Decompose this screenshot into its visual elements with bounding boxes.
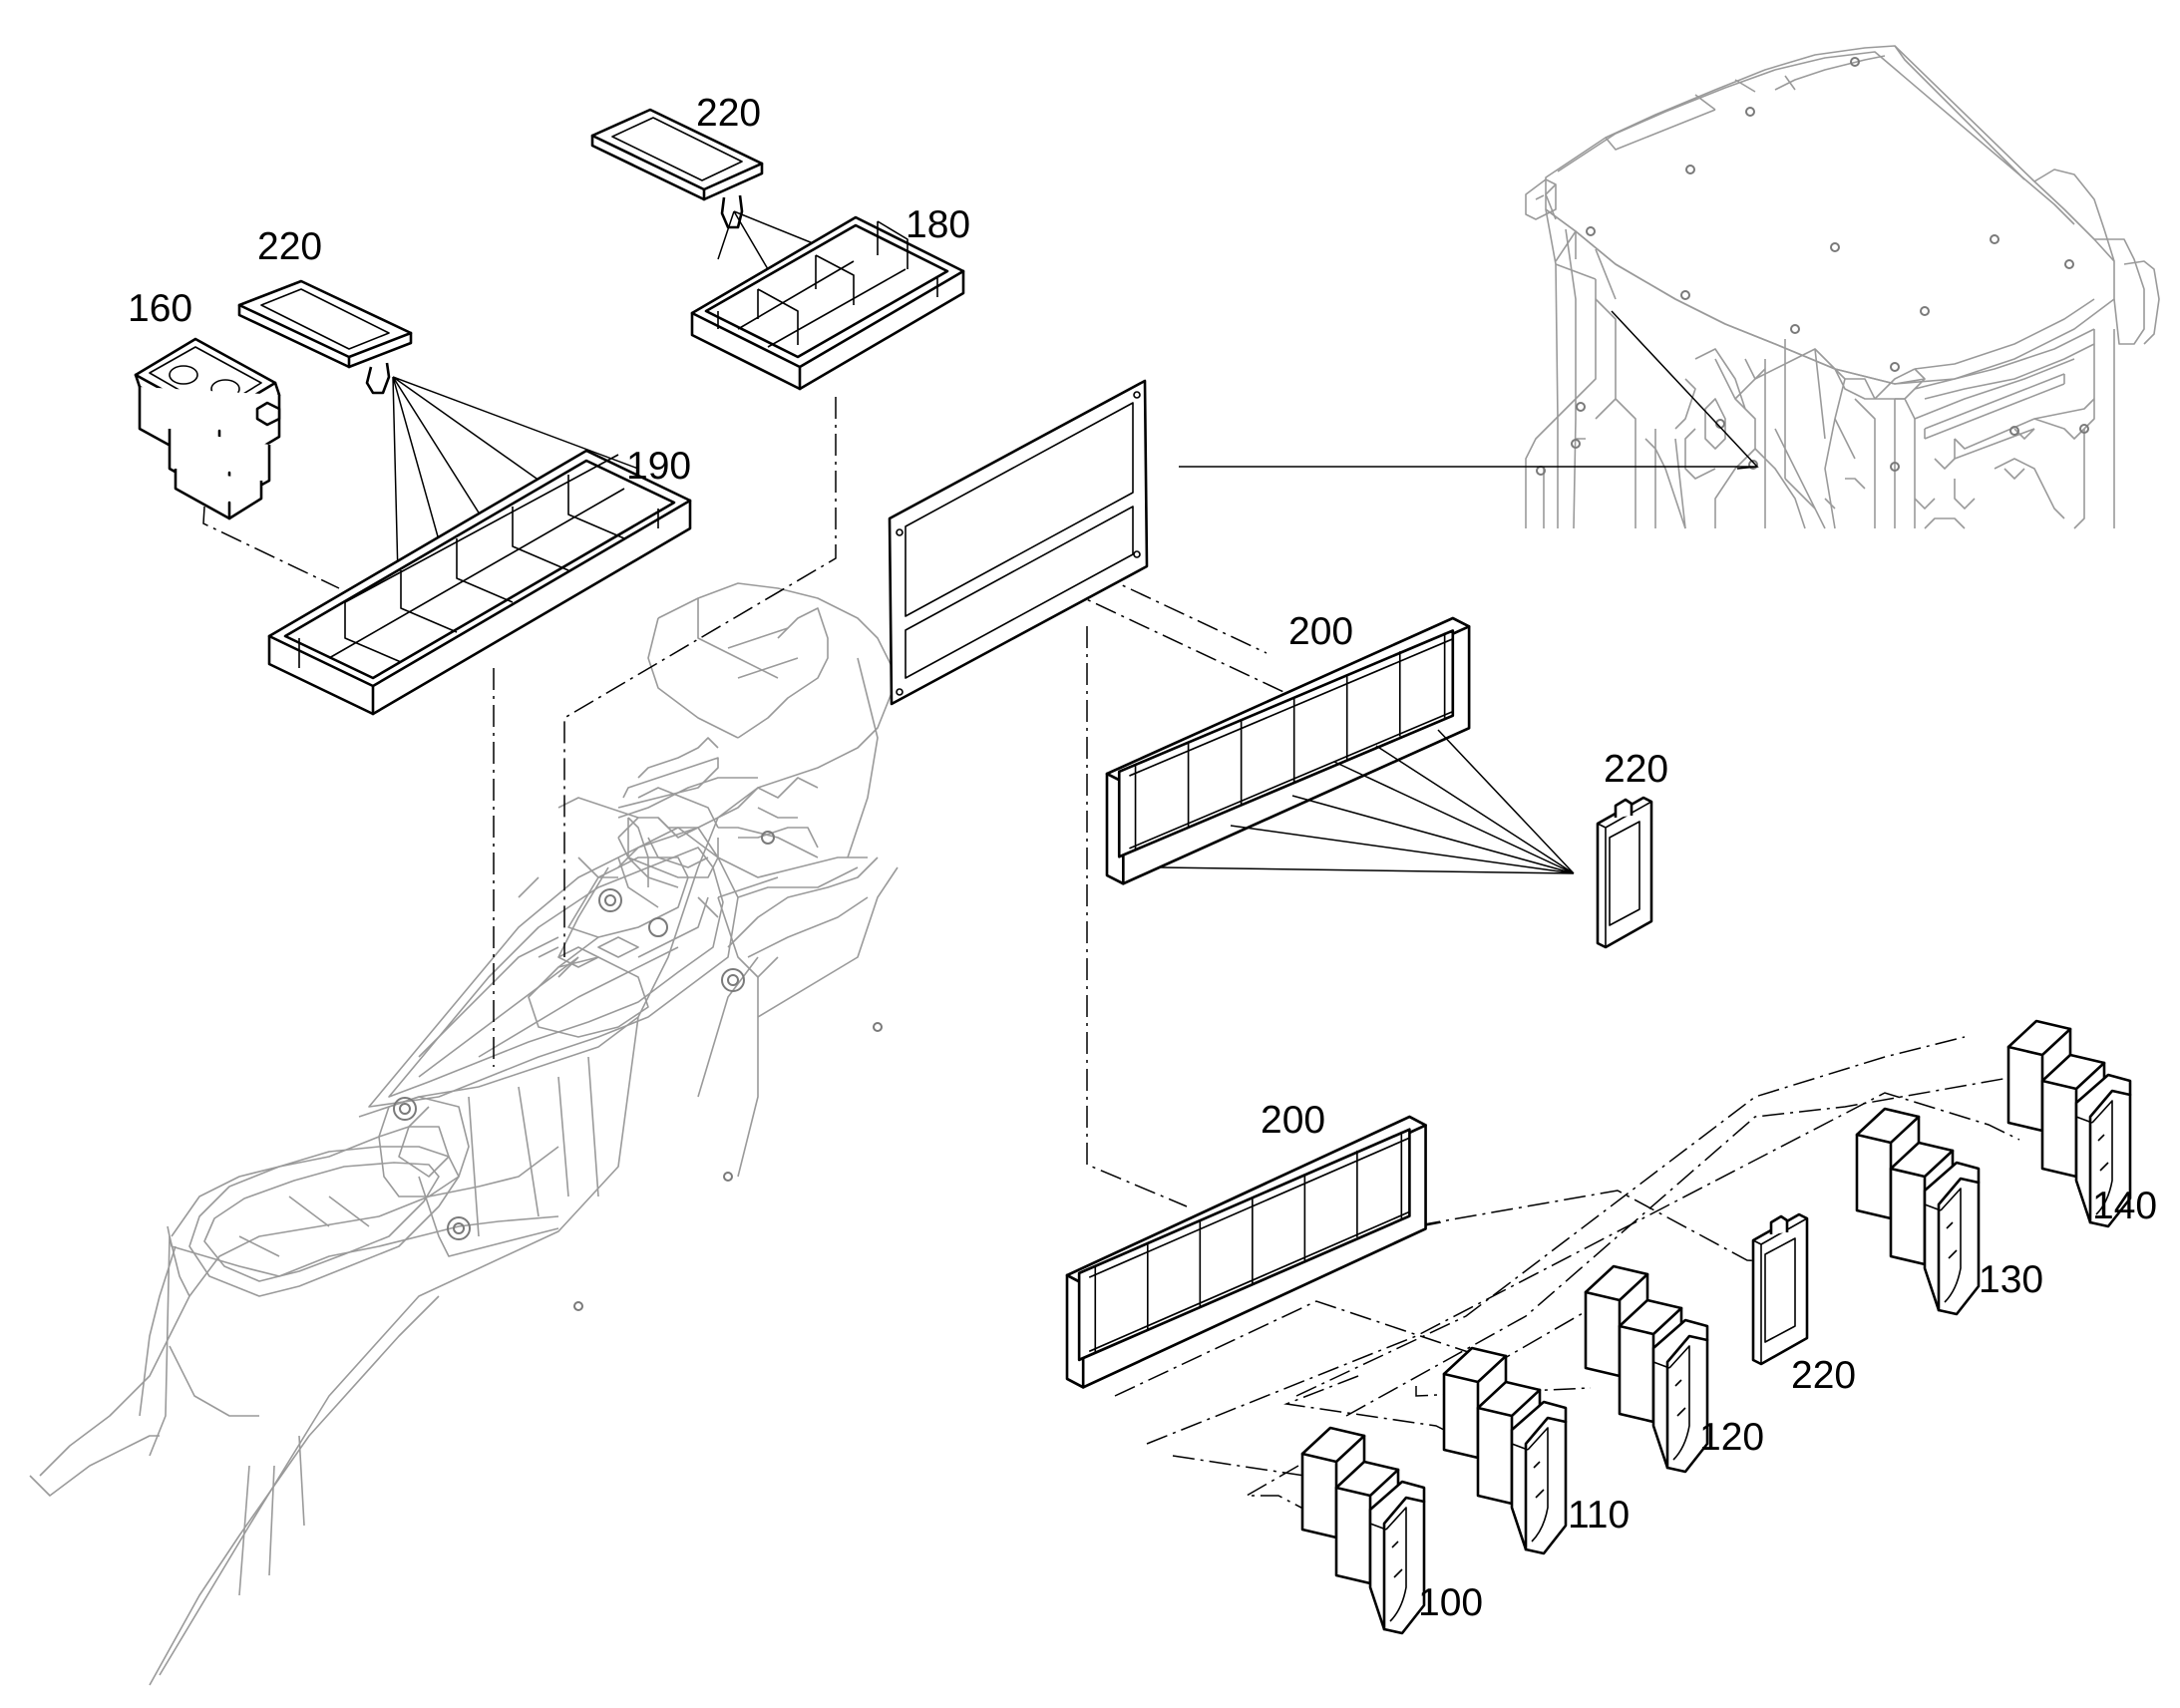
label-200-upper: 200 — [1288, 610, 1353, 653]
label-180: 180 — [906, 203, 970, 246]
label-220-top: 220 — [696, 92, 761, 135]
cab-structure-drawing — [1525, 45, 2160, 529]
switch-100 — [1300, 1426, 1426, 1635]
part-200-upper-panel — [1105, 616, 1471, 885]
switch-110 — [1442, 1346, 1568, 1555]
label-110: 110 — [1568, 1494, 1630, 1537]
label-200-lower: 200 — [1261, 1099, 1325, 1142]
label-220-right: 220 — [1604, 748, 1668, 791]
gasket-plate — [888, 379, 1149, 706]
part-labels: 220 180 220 160 190 200 220 200 140 130 … — [128, 92, 2157, 1624]
label-160: 160 — [128, 287, 192, 330]
switch-120 — [1584, 1264, 1709, 1474]
switch-130 — [1855, 1107, 1981, 1316]
part-220-right — [1596, 796, 1653, 949]
label-220-left: 220 — [257, 225, 322, 268]
part-200-upper-leaders — [1160, 729, 1575, 874]
part-220-top — [590, 108, 829, 270]
gasket-to-cab-leader — [1179, 310, 1759, 470]
label-120: 120 — [1699, 1416, 1764, 1459]
label-140: 140 — [2092, 1185, 2157, 1227]
label-220-lower: 220 — [1791, 1354, 1856, 1397]
part-160-rocker-switch — [134, 337, 281, 520]
part-180-frame — [690, 215, 965, 391]
part-200-lower-panel — [1065, 1115, 1427, 1389]
part-190-frame — [267, 449, 692, 716]
part-220-lower — [1751, 1212, 1809, 1366]
label-190: 190 — [626, 445, 691, 488]
center-console-drawing — [29, 582, 899, 1686]
part-220-left — [237, 279, 639, 617]
label-130: 130 — [1979, 1258, 2043, 1301]
label-100: 100 — [1418, 1581, 1483, 1624]
